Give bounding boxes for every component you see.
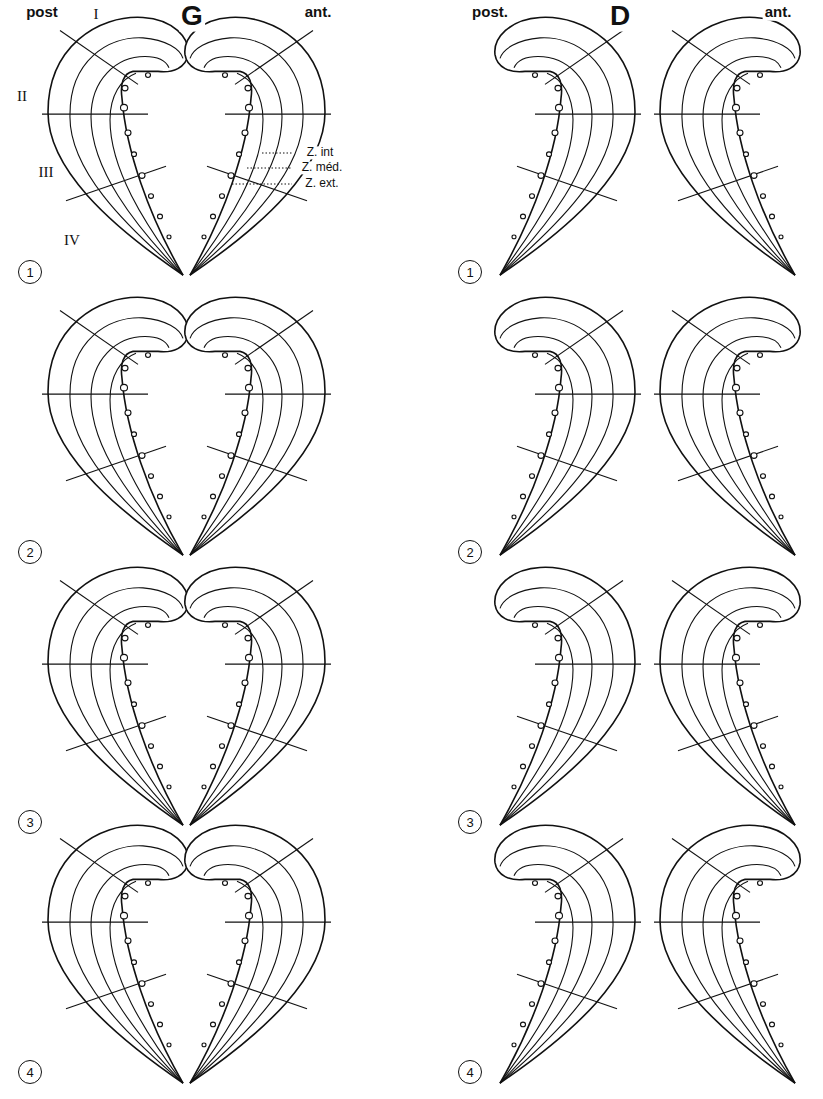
- sector-number: I: [92, 6, 101, 23]
- view-label: ant.: [763, 4, 794, 21]
- panel-number: 1: [466, 266, 473, 279]
- panel-number-circle: 1: [18, 260, 42, 284]
- panel-number: 1: [26, 266, 33, 279]
- zone-label: Z. int: [305, 146, 336, 159]
- panel-number: 2: [26, 546, 33, 559]
- panel-number: 3: [466, 816, 473, 829]
- zone-label: Z. ext.: [303, 177, 340, 190]
- sector-number: III: [37, 164, 56, 181]
- panel-number: 4: [466, 1066, 473, 1079]
- view-label: post: [24, 4, 60, 21]
- sector-number: II: [15, 88, 29, 105]
- view-label: ant.: [303, 4, 334, 21]
- zone-label: Z. méd.: [300, 161, 345, 174]
- panel-number-circle: 3: [18, 810, 42, 834]
- panel-number-circle: 4: [458, 1060, 482, 1084]
- side-letter: G: [179, 1, 205, 32]
- sector-number: IV: [62, 232, 82, 249]
- panel-number-circle: 2: [18, 540, 42, 564]
- side-letter: D: [608, 1, 632, 32]
- panel-number-circle: 3: [458, 810, 482, 834]
- panel-number: 2: [466, 546, 473, 559]
- panel-number: 4: [26, 1066, 33, 1079]
- panel-number-circle: 1: [458, 260, 482, 284]
- panel-number: 3: [26, 816, 33, 829]
- panel-number-circle: 4: [18, 1060, 42, 1084]
- panel-number-circle: 2: [458, 540, 482, 564]
- view-label: post.: [470, 4, 510, 21]
